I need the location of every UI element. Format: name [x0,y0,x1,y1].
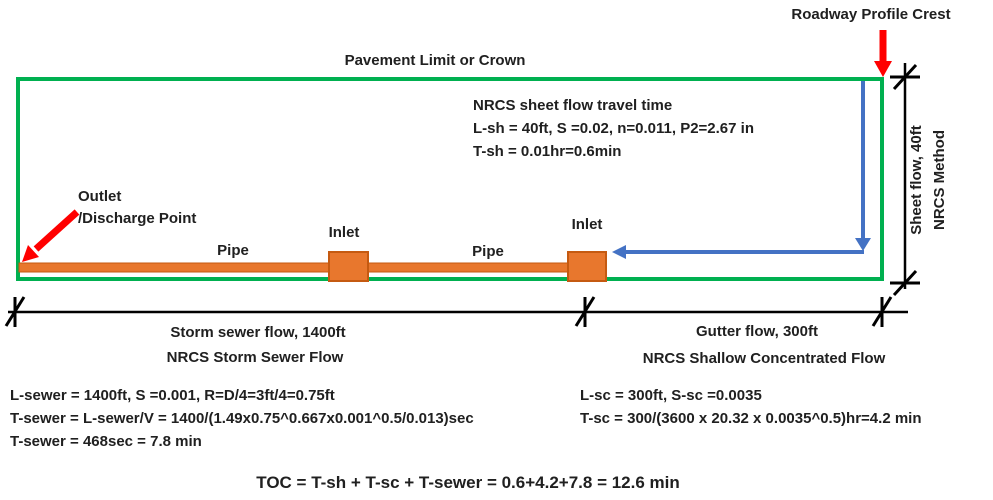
sheet-flow-calc-title: NRCS sheet flow travel time [473,97,673,114]
shallow-concentrated-calc-block: L-sc = 300ft, S-sc =0.0035 T-sc = 300/(3… [580,384,922,430]
outlet-arrow-shaft [33,209,80,252]
inlet-label-1: Inlet [328,224,360,241]
outlet-arrow-icon [22,245,39,262]
roadway-crest-label: Roadway Profile Crest [791,6,951,23]
sewer-calc-line2: T-sewer = L-sewer/V = 1400/(1.49x0.75^0.… [10,410,474,427]
outlet-label: Outlet /Discharge Point [78,186,196,230]
sewer-calc-block: L-sewer = 1400ft, S =0.001, R=D/4=3ft/4=… [10,384,474,453]
pipe-label-1: Pipe [217,242,249,259]
right-dimension-ticks [890,63,920,297]
inlet-box-2 [567,251,607,282]
sheet-flow-method-label: Sheet flow, 40ft NRCS Method [905,95,951,265]
roadway-crest-arrow-icon [874,61,892,77]
gutter-method-label: NRCS Shallow Concentrated Flow [642,350,886,367]
gutter-flow-arrow-head-icon [612,245,626,259]
inlet-label-2: Inlet [571,216,603,233]
storm-sewer-dim-label: Storm sewer flow, 1400ft [170,324,346,341]
sewer-calc-line3: T-sewer = 468sec = 7.8 min [10,433,202,450]
pavement-boundary-rect [16,77,884,281]
sc-calc-line2: T-sc = 300/(3600 x 20.32 x 0.0035^0.5)hr… [580,410,922,427]
sheet-flow-calc-result: T-sh = 0.01hr=0.6min [473,143,622,160]
bottom-dimension-ticks [4,296,893,327]
storm-sewer-method-label: NRCS Storm Sewer Flow [166,349,344,366]
toc-summary-label: TOC = T-sh + T-sc + T-sewer = 0.6+4.2+7.… [256,473,680,492]
sheet-flow-calc-params: L-sh = 40ft, S =0.02, n=0.011, P2=2.67 i… [473,120,754,137]
sc-calc-line1: L-sc = 300ft, S-sc =0.0035 [580,387,762,404]
pipe-label-2: Pipe [472,243,504,260]
pavement-limit-label: Pavement Limit or Crown [344,52,526,69]
outlet-label-line2: /Discharge Point [78,210,197,227]
inlet-box-1 [328,251,369,282]
sheet-flow-method-line2: NRCS Method [931,130,948,230]
outlet-label-line1: Outlet [78,188,122,205]
gutter-dim-label: Gutter flow, 300ft [696,323,818,340]
sewer-calc-line1: L-sewer = 1400ft, S =0.001, R=D/4=3ft/4=… [10,387,335,404]
sheet-flow-arrow-head-icon [855,238,871,251]
sheet-flow-method-line1: Sheet flow, 40ft [908,125,925,235]
sheet-flow-calc-block: NRCS sheet flow travel time L-sh = 40ft,… [473,94,754,163]
storm-pipe-line [18,262,571,273]
